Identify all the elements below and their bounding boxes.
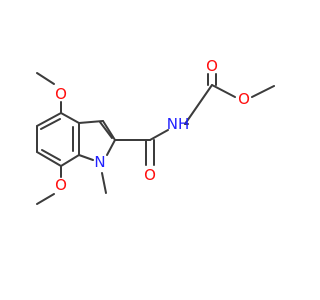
bonds (36, 72, 275, 205)
bond-nh-to-amide-carbon (149, 129, 169, 141)
bond-c6-c7 (36, 151, 62, 167)
bond-c2-n1 (106, 139, 116, 156)
bond-c4-c5 (36, 112, 62, 127)
bond-methoxy-top-methyl (36, 72, 55, 85)
ring-nitrogen-label: N (94, 153, 105, 171)
methoxy-oxygen-bottom-label: O (55, 176, 67, 194)
amide-nitrogen-label: NH (167, 115, 190, 133)
atom-labels: O O NH O N O O (55, 57, 250, 194)
bond-c2-c3-inner (99, 121, 113, 139)
bond-ester-methyl (251, 85, 275, 98)
bond-methoxy-bottom-methyl (36, 193, 55, 205)
bond-c3-c3a (78, 120, 104, 124)
bond-ester-to-ch2 (184, 84, 213, 125)
bond-c3a-c4 (60, 112, 80, 124)
bond-n-methyl (101, 172, 107, 194)
bond-c6-c7-inner (41, 149, 61, 161)
methoxy-oxygen-top-label: O (55, 85, 67, 103)
amide-carbonyl-oxygen-label: O (144, 166, 156, 184)
bond-c2-c3 (102, 120, 116, 141)
chemical-structure-diagram: O O NH O N O O (36, 57, 275, 205)
bond-c4-c5-inner (40, 118, 61, 130)
ester-ether-oxygen-label: O (238, 90, 250, 108)
bond-ester-oxygen-carbonyl (211, 84, 236, 98)
bond-n1-c7a (78, 154, 94, 161)
ester-carbonyl-oxygen-label: O (206, 57, 218, 75)
bond-c7-c7a (60, 154, 80, 167)
